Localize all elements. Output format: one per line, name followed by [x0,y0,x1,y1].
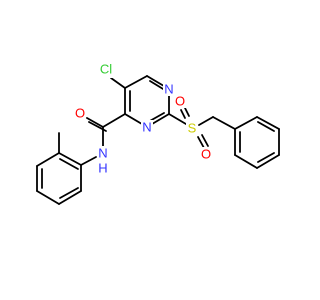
bond [59,187,79,199]
atom-label-nh: N [98,146,107,161]
molecule-diagram: Cl N N O N H S [36,60,280,205]
bond [198,116,214,126]
bond [201,134,209,147]
bond [256,154,280,169]
atom-s: S [186,121,198,136]
bond [212,116,236,130]
atom-o-sulfonyl-bottom: O [200,147,212,162]
bond [102,113,126,128]
atom-label-n1: N [164,82,173,97]
atom-label-n2: N [142,120,151,135]
bonds [36,75,280,205]
atom-label-s: S [188,121,197,136]
bond [184,107,190,117]
atom-o-amide: O [74,106,86,121]
atom-label-o-sulfonyl-top: O [175,94,185,109]
atom-label-o-sulfonyl-bottom: O [201,147,211,162]
bond [257,121,275,132]
bond [257,152,275,163]
bond [234,154,258,169]
atom-o-sulfonyl-top: O [174,94,186,109]
bond [86,117,104,128]
atom-labels: Cl N N O N H S [74,60,212,176]
bond [234,116,258,130]
bond [36,190,60,205]
structure-svg: Cl N N O N H S [36,60,280,205]
bond [124,75,148,89]
bond [197,136,205,149]
atom-h: H [97,161,109,176]
atom-cl: Cl [96,60,116,78]
bond [256,116,280,130]
atom-label-h: H [98,161,107,176]
atom-label-o-amide: O [75,106,85,121]
bond [59,158,79,170]
bond [110,77,126,89]
bond [58,152,82,166]
bond [80,156,97,166]
bond [36,152,60,167]
atom-n1: N [163,82,175,97]
atom-label-cl: Cl [100,62,112,77]
bond [180,109,186,119]
bond [58,190,82,205]
atom-n2: N [141,120,153,135]
atom-nh: N [97,146,109,161]
